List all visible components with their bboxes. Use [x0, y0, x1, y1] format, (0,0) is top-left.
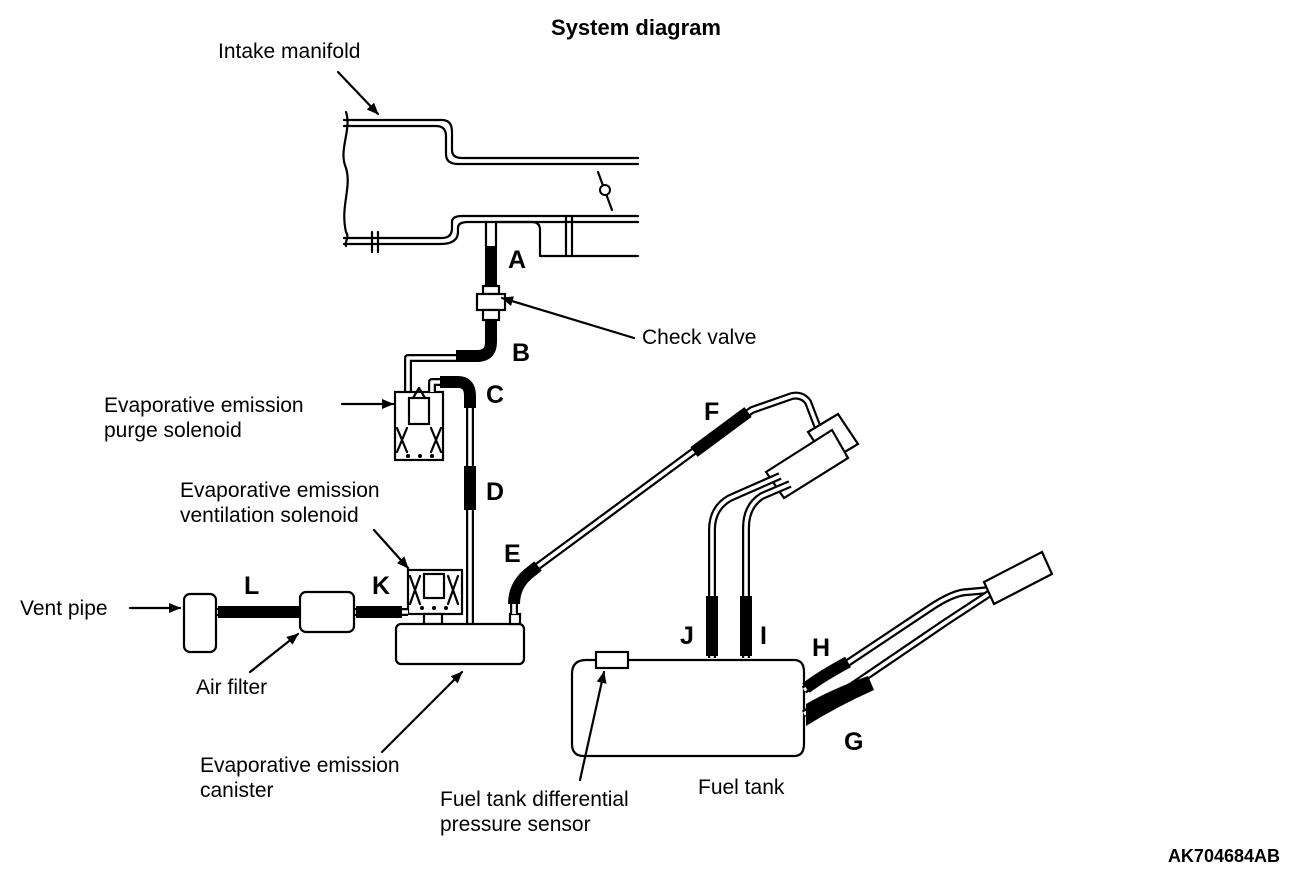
canister-port	[508, 612, 522, 626]
filler-nozzle	[982, 550, 1054, 606]
hose-a	[485, 246, 497, 286]
fuel-tank-differential-pressure-sensor	[594, 650, 630, 670]
pressure-sensor-label-line2: pressure sensor	[440, 813, 591, 836]
hose-h	[802, 656, 851, 693]
evaporative-emission-canister	[394, 622, 526, 666]
fuel-tank-label: Fuel tank	[698, 776, 785, 799]
canister-label-line1: Evaporative emission	[200, 754, 400, 777]
canister-label-line2: canister	[200, 779, 274, 802]
pressure-sensor-label-line1: Fuel tank differential	[440, 788, 629, 811]
hose-g	[806, 676, 874, 726]
check-valve	[475, 284, 507, 322]
purge-solenoid-label-line2: purge solenoid	[104, 419, 242, 442]
hose-l-letter: L	[244, 572, 259, 600]
intake-manifold	[342, 110, 640, 258]
hose-j	[706, 596, 718, 656]
intake-manifold-label: Intake manifold	[218, 40, 360, 63]
hose-j-letter: J	[680, 622, 694, 650]
hose-g-letter: G	[844, 728, 863, 756]
air-filter	[298, 590, 356, 634]
hose-h-letter: H	[812, 634, 830, 662]
fuel-tank	[570, 658, 806, 758]
hose-i	[740, 596, 752, 656]
purge-solenoid	[393, 386, 445, 462]
hose-b-letter: B	[512, 339, 530, 367]
hose-d-letter: D	[486, 478, 504, 506]
ventilation-solenoid	[406, 568, 464, 626]
vent-pipe	[182, 592, 218, 654]
image-code: AK704684AB	[1168, 846, 1280, 866]
hose-f	[690, 407, 752, 457]
hose-c	[440, 376, 476, 408]
hose-i-letter: I	[760, 622, 767, 650]
purge-solenoid-label-line1: Evaporative emission	[104, 394, 304, 417]
hose-e-letter: E	[504, 540, 521, 568]
hose-a-letter: A	[508, 246, 526, 274]
hose-k-letter: K	[372, 572, 390, 600]
check-valve-label: Check valve	[642, 326, 756, 349]
vent-pipe-label: Vent pipe	[20, 597, 108, 620]
hose-f-letter: F	[704, 398, 719, 426]
hose-c-letter: C	[486, 381, 504, 409]
hose-d	[464, 466, 476, 510]
throttle-valve-icon	[596, 170, 614, 212]
hose-k	[356, 606, 402, 618]
air-filter-label: Air filter	[196, 676, 267, 699]
filler-neck	[764, 412, 860, 500]
ventilation-solenoid-label-line1: Evaporative emission	[180, 479, 380, 502]
hose-l	[218, 606, 300, 618]
diagram-title: System diagram	[551, 15, 721, 40]
hose-e	[508, 561, 542, 605]
hose-b	[456, 320, 497, 362]
ventilation-solenoid-label-line2: ventilation solenoid	[180, 504, 359, 527]
